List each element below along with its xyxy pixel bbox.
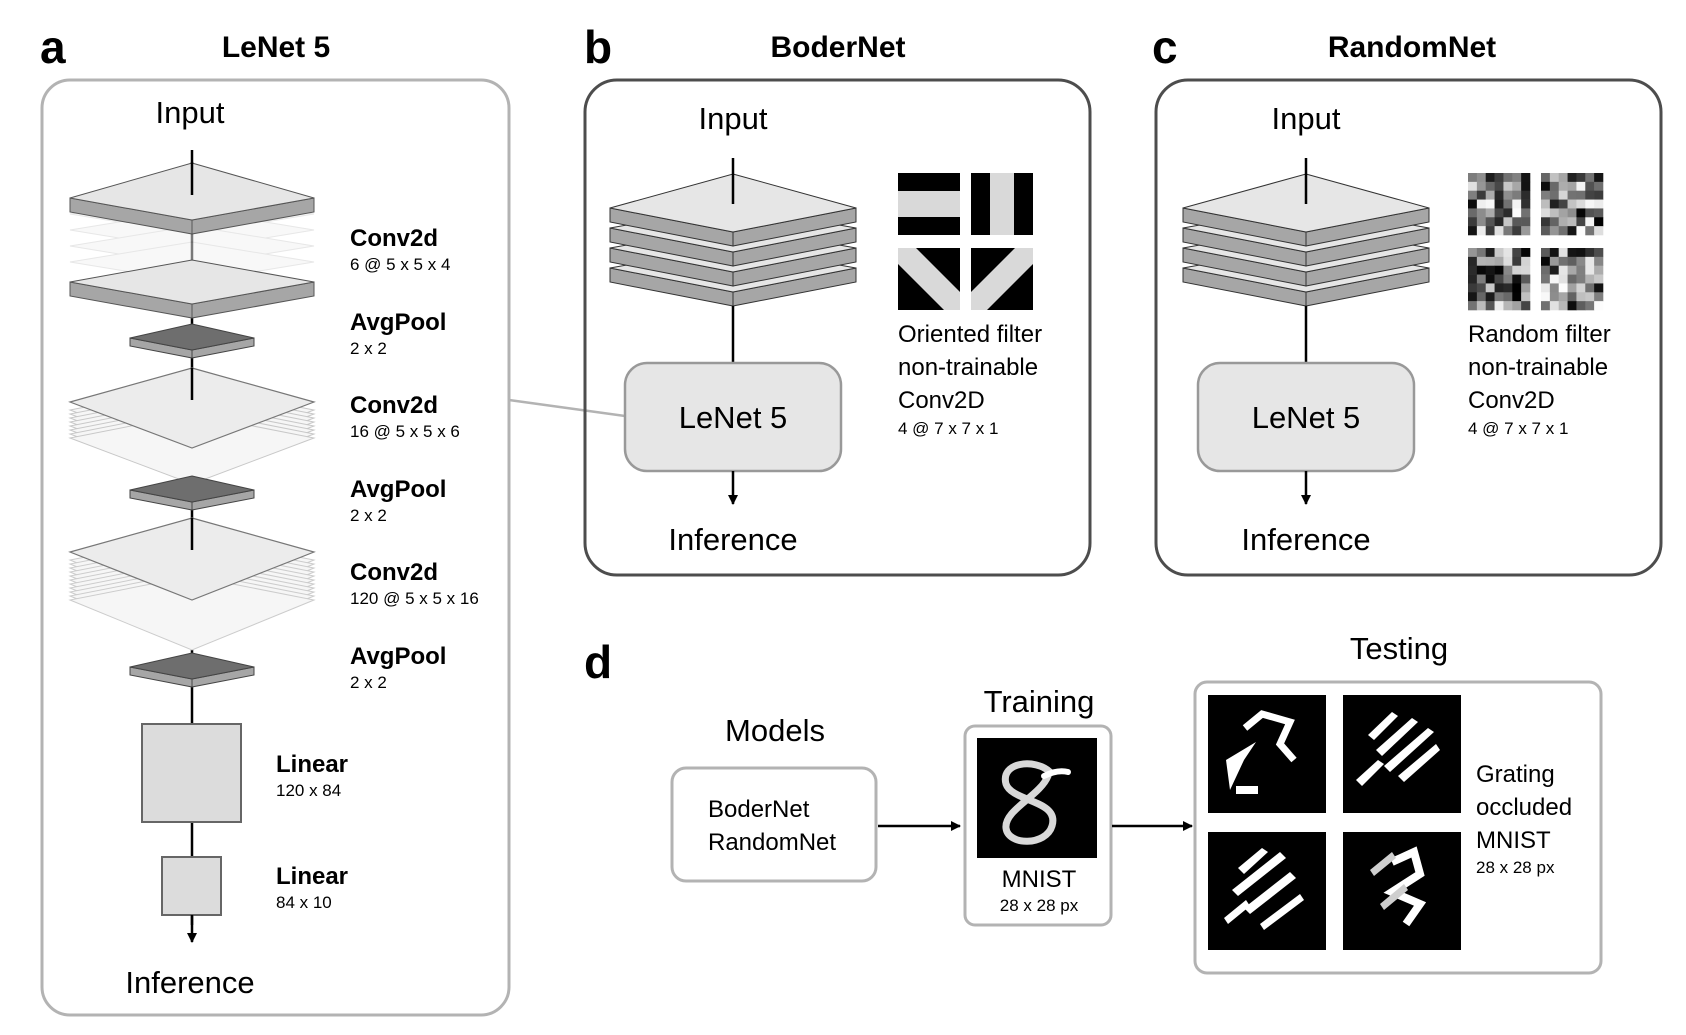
linear2-box bbox=[161, 856, 222, 916]
layer-detail-5: 2 x 2 bbox=[350, 673, 387, 692]
panel-b-frame bbox=[583, 78, 1092, 577]
panel-a: a LeNet 5 Input bbox=[40, 21, 511, 1017]
panel-b-lenet-label: LeNet 5 bbox=[679, 400, 788, 435]
model-item-0: BoderNet bbox=[708, 796, 810, 823]
panel-c-title: RandomNet bbox=[1328, 31, 1496, 64]
training-caption: MNIST bbox=[1002, 866, 1077, 893]
panel-letter-a: a bbox=[40, 21, 66, 73]
oriented-filter-diagonal-2 bbox=[971, 248, 1033, 310]
pool3-plate bbox=[129, 652, 255, 688]
panel-letter-d: d bbox=[584, 636, 612, 688]
testing-box bbox=[1193, 680, 1603, 975]
panel-a-frame bbox=[40, 78, 511, 1017]
panel-c-filter-stack bbox=[1182, 173, 1430, 307]
panel-c-frame bbox=[1154, 78, 1663, 577]
occluded-digit-1 bbox=[1208, 695, 1326, 813]
mnist-digit-image bbox=[977, 738, 1097, 858]
panel-letter-c: c bbox=[1152, 21, 1178, 73]
models-box bbox=[670, 766, 878, 883]
panel-c-input-label: Input bbox=[1272, 101, 1341, 136]
panel-c-filter-line-0: Random filter bbox=[1468, 321, 1611, 348]
conv1-bottom-plate bbox=[69, 259, 315, 319]
testing-line-0: Grating bbox=[1476, 761, 1555, 788]
pool1-plate bbox=[129, 323, 255, 359]
panel-b-input-label: Input bbox=[699, 101, 768, 136]
random-filter-2 bbox=[1468, 248, 1531, 311]
panel-c-filter-detail: 4 @ 7 x 7 x 1 bbox=[1468, 419, 1568, 438]
layer-label-3: AvgPool bbox=[350, 476, 446, 503]
random-filters bbox=[1468, 173, 1604, 311]
layer-label-6: Linear bbox=[276, 751, 348, 778]
layer-label-1: AvgPool bbox=[350, 309, 446, 336]
random-filter-3 bbox=[1541, 248, 1604, 311]
models-title: Models bbox=[725, 713, 825, 748]
random-filter-1 bbox=[1541, 173, 1604, 236]
panel-b-filter-detail: 4 @ 7 x 7 x 1 bbox=[898, 419, 998, 438]
layer-label-2: Conv2d bbox=[350, 392, 438, 419]
panel-a-inference-label: Inference bbox=[125, 965, 254, 1000]
layer-detail-7: 84 x 10 bbox=[276, 893, 332, 912]
pool2-plate bbox=[129, 475, 255, 511]
model-item-1: RandomNet bbox=[708, 829, 836, 856]
conv2-stack bbox=[68, 367, 316, 485]
training-detail: 28 x 28 px bbox=[1000, 896, 1079, 915]
testing-line-2: MNIST bbox=[1476, 827, 1551, 854]
training-box bbox=[963, 724, 1113, 927]
layer-detail-3: 2 x 2 bbox=[350, 506, 387, 525]
conv1-stack bbox=[69, 150, 315, 319]
panel-c-lenet-label: LeNet 5 bbox=[1252, 400, 1361, 435]
occluded-digit-2 bbox=[1343, 695, 1461, 813]
panel-b-title: BoderNet bbox=[770, 31, 905, 64]
layer-detail-6: 120 x 84 bbox=[276, 781, 341, 800]
layer-label-7: Linear bbox=[276, 863, 348, 890]
layer-detail-4: 120 @ 5 x 5 x 16 bbox=[350, 589, 479, 608]
panel-c-filter-line-2: Conv2D bbox=[1468, 387, 1555, 414]
oriented-filter-diagonal-1 bbox=[898, 248, 960, 310]
testing-line-1: occluded bbox=[1476, 794, 1572, 821]
panel-letter-b: b bbox=[584, 21, 612, 73]
layer-label-5: AvgPool bbox=[350, 643, 446, 670]
panel-d: d Models BoderNet RandomNet Training MNI… bbox=[584, 631, 1603, 975]
panel-b-filter-line-2: Conv2D bbox=[898, 387, 985, 414]
occluded-digit-3 bbox=[1208, 832, 1326, 950]
layer-detail-1: 2 x 2 bbox=[350, 339, 387, 358]
occluded-digit-4 bbox=[1343, 832, 1461, 950]
panel-b-filter-line-0: Oriented filter bbox=[898, 321, 1042, 348]
random-filter-0 bbox=[1468, 173, 1531, 236]
conv3-stack bbox=[68, 517, 316, 651]
oriented-filter-horizontal bbox=[898, 173, 960, 235]
linear1-box bbox=[141, 723, 242, 823]
zoom-connector bbox=[508, 398, 626, 418]
oriented-filters bbox=[898, 173, 1033, 310]
panel-a-title: LeNet 5 bbox=[222, 31, 330, 64]
panel-b-inference-label: Inference bbox=[668, 522, 797, 557]
panel-b: b BoderNet Input bbox=[583, 21, 1092, 577]
panel-c: c RandomNet Input bbox=[1152, 21, 1663, 577]
layer-detail-2: 16 @ 5 x 5 x 6 bbox=[350, 422, 460, 441]
testing-detail: 28 x 28 px bbox=[1476, 858, 1555, 877]
layer-detail-0: 6 @ 5 x 5 x 4 bbox=[350, 255, 450, 274]
testing-title: Testing bbox=[1350, 631, 1448, 666]
panel-a-input-label: Input bbox=[156, 95, 225, 130]
oriented-filter-vertical bbox=[971, 173, 1033, 235]
training-title: Training bbox=[984, 684, 1095, 719]
panel-c-inference-label: Inference bbox=[1241, 522, 1370, 557]
layer-label-4: Conv2d bbox=[350, 559, 438, 586]
panel-b-filter-line-1: non-trainable bbox=[898, 354, 1038, 381]
panel-c-filter-line-1: non-trainable bbox=[1468, 354, 1608, 381]
layer-label-0: Conv2d bbox=[350, 225, 438, 252]
